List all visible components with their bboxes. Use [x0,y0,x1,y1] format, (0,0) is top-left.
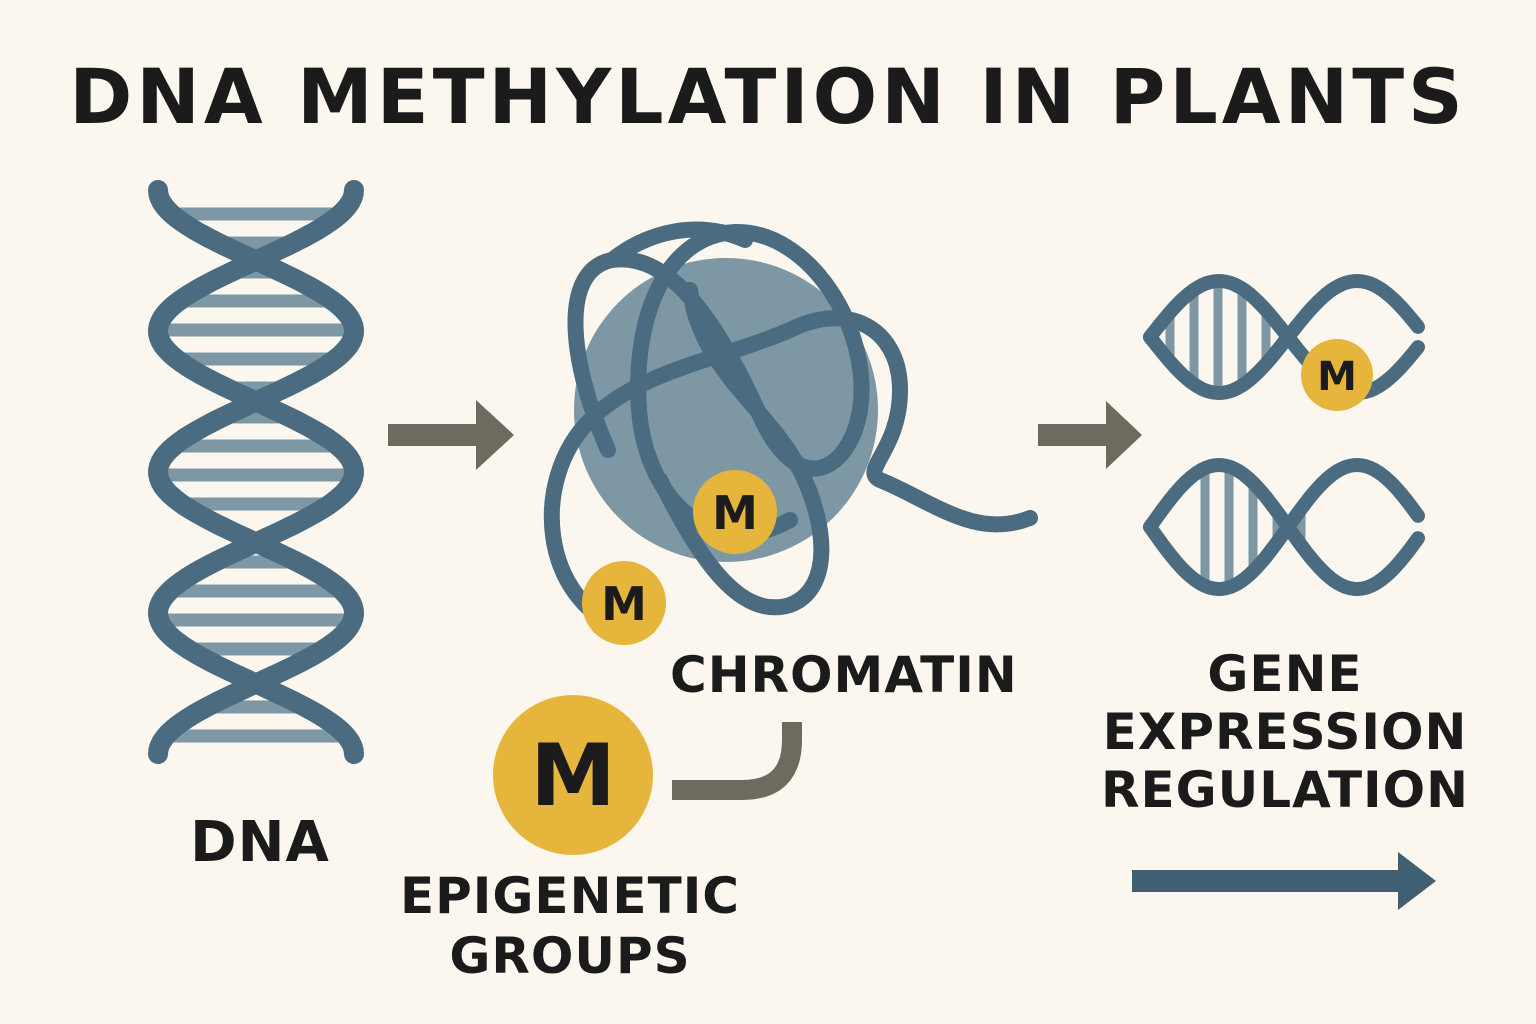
arrow-right-icon [388,400,514,470]
gene-expression-label: GENE EXPRESSION REGULATION [1100,645,1470,819]
label-line: EXPRESSION [1102,703,1468,761]
svg-text:M: M [1317,354,1357,400]
svg-text:M: M [712,486,758,540]
epigenetic-groups-label: EPIGENETIC GROUPS [390,866,750,986]
gene-expression-icon: M [1143,273,1425,597]
dna-strand [147,180,364,764]
arrow-right-icon [1038,401,1142,469]
chromatin-icon: M M [543,221,1038,645]
dna-strand [148,180,365,764]
svg-text:M: M [601,577,647,631]
dna-label: DNA [190,810,330,875]
dna-helix-icon [147,180,365,764]
dna-base-pairs [1200,466,1306,588]
dna-strand [1143,457,1425,597]
label-line: GENE [1207,645,1363,703]
methylated-dna-fragment: M [1143,273,1425,411]
dna-strand [1143,273,1425,401]
label-line: GROUPS [449,927,691,985]
chromatin-label: CHROMATIN [670,646,1018,704]
page-title: DNA METHYLATION IN PLANTS [69,52,1467,141]
chromatin-fiber [652,282,830,616]
methyl-group-icon: M [582,561,666,645]
label-line: EPIGENETIC [399,867,740,925]
methyl-group-icon: M [1301,339,1373,411]
chromatin-fiber [543,310,1038,638]
methyl-group-icon: M [493,695,653,855]
unmethylated-dna-fragment [1143,457,1425,597]
arrow-right-icon [1132,852,1436,910]
methyl-group-icon: M [693,470,777,554]
epigenetic-group: M [493,695,802,855]
svg-text:M: M [530,726,616,826]
chromatin-fiber [604,221,753,268]
label-line: REGULATION [1100,761,1470,819]
connector-line [672,722,802,800]
